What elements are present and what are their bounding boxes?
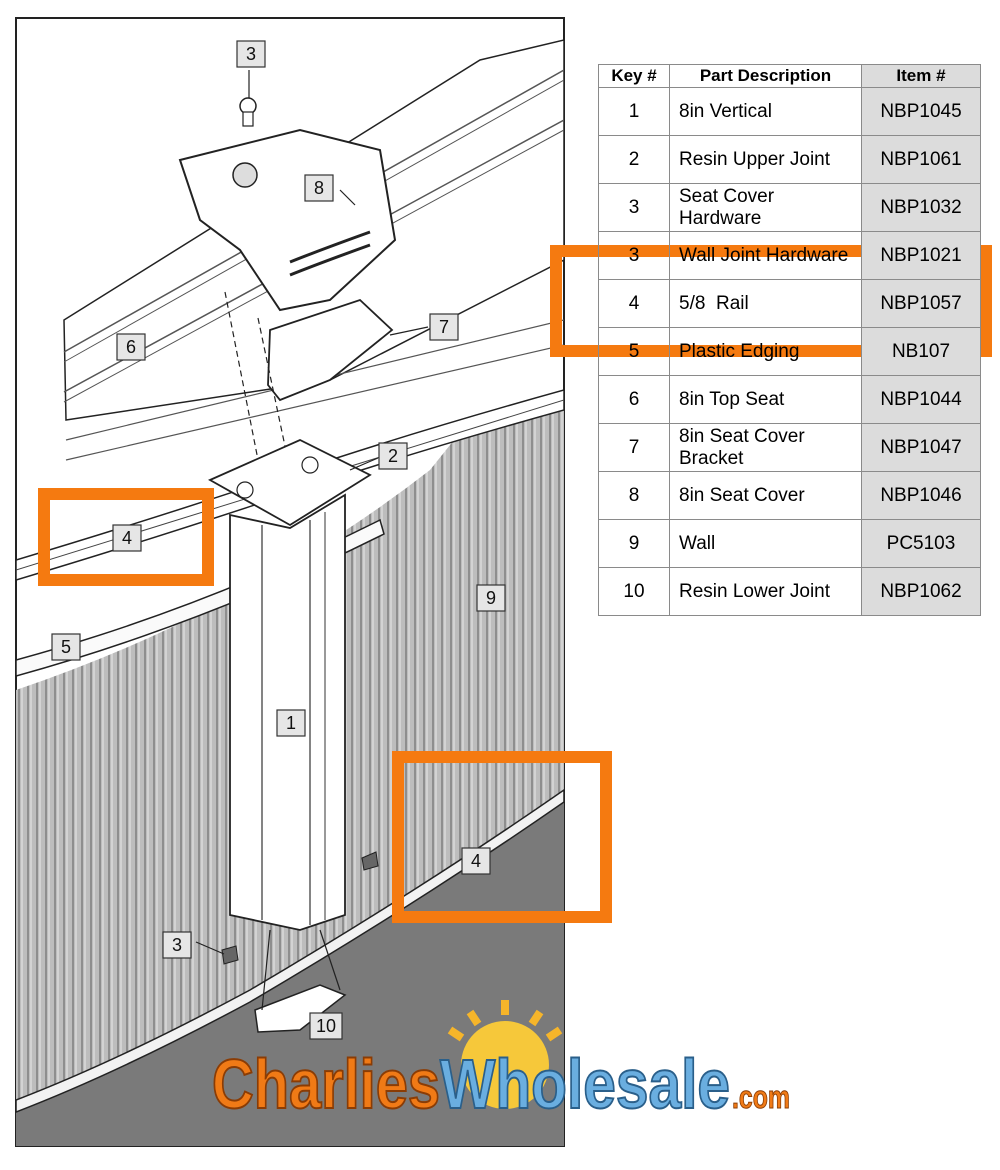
row-item: NBP1046 [861, 471, 981, 520]
row-item: PC5103 [861, 519, 981, 568]
row-key: 7 [598, 423, 670, 472]
svg-text:6: 6 [126, 337, 136, 357]
row-description: 5/8 Rail [669, 279, 862, 328]
sun-icon [447, 1000, 563, 1109]
charlies-wholesale-logo: Charlies Wholesale .com [211, 1000, 791, 1124]
row-key: 1 [598, 87, 670, 136]
header-item: Item # [861, 64, 981, 88]
plastic-edging [16, 518, 385, 677]
row-key: 6 [598, 375, 670, 424]
row-item: NBP1047 [861, 423, 981, 472]
highlight-box-rail-right [392, 751, 612, 923]
row-description: 8in Vertical [669, 87, 862, 136]
callout-1: 1 [276, 709, 306, 737]
row-description: Wall Joint Hardware [669, 231, 862, 280]
svg-text:1: 1 [286, 713, 296, 733]
callout-6: 6 [116, 333, 146, 361]
callout-7: 7 [429, 313, 459, 341]
row-item: NBP1061 [861, 135, 981, 184]
callout-10: 10 [309, 1012, 343, 1040]
row-item: NBP1044 [861, 375, 981, 424]
highlight-box-rail-left [38, 488, 214, 586]
row-key: 5 [598, 327, 670, 376]
svg-text:4: 4 [471, 851, 481, 871]
row-key: 3 [598, 183, 670, 232]
row-description: 8in Seat Cover Bracket [669, 423, 862, 472]
bottom-rail [16, 789, 564, 1113]
row-description: Plastic Edging [669, 327, 862, 376]
svg-text:5: 5 [61, 637, 71, 657]
seat-cover-bracket [267, 298, 394, 402]
row-description: Resin Lower Joint [669, 567, 862, 616]
row-description: Seat Cover Hardware [669, 183, 862, 232]
row-key: 4 [598, 279, 670, 328]
row-item: NBP1057 [861, 279, 981, 328]
svg-text:3: 3 [172, 935, 182, 955]
row-item: NB107 [861, 327, 981, 376]
svg-text:4: 4 [122, 528, 132, 548]
row-item: NBP1032 [861, 183, 981, 232]
callout-4-right: 4 [461, 847, 491, 875]
header-description: Part Description [669, 64, 862, 88]
row-description: Resin Upper Joint [669, 135, 862, 184]
svg-text:9: 9 [486, 588, 496, 608]
row-key: 2 [598, 135, 670, 184]
row-item: NBP1062 [861, 567, 981, 616]
callout-8: 8 [304, 174, 334, 202]
svg-text:.com: .com [732, 1079, 790, 1115]
wall-screw-left [221, 945, 239, 965]
row-key: 10 [598, 567, 670, 616]
callout-4-left: 4 [112, 524, 142, 552]
svg-text:7: 7 [439, 317, 449, 337]
upper-joint [207, 439, 372, 527]
svg-text:Wholesale: Wholesale [440, 1045, 730, 1123]
pool-liner [16, 800, 564, 1146]
row-description: 8in Top Seat [669, 375, 862, 424]
row-description: Wall [669, 519, 862, 568]
row-item: NBP1021 [861, 231, 981, 280]
callout-9: 9 [476, 584, 506, 612]
header-key: Key # [598, 64, 670, 88]
svg-text:3: 3 [246, 44, 256, 64]
svg-text:8: 8 [314, 178, 324, 198]
callout-3-bottom: 3 [162, 931, 192, 959]
row-item: NBP1045 [861, 87, 981, 136]
svg-text:2: 2 [388, 446, 398, 466]
callout-3-top: 3 [236, 40, 266, 68]
callout-5: 5 [51, 633, 81, 661]
svg-text:10: 10 [316, 1016, 336, 1036]
table-header-row: Key # Part Description Item # [598, 64, 981, 88]
callout-2: 2 [378, 442, 408, 470]
svg-text:Charlies: Charlies [212, 1045, 440, 1123]
row-key: 3 [598, 231, 670, 280]
row-description: 8in Seat Cover [669, 471, 862, 520]
wall-screw-right [361, 851, 379, 871]
row-key: 8 [598, 471, 670, 520]
row-key: 9 [598, 519, 670, 568]
